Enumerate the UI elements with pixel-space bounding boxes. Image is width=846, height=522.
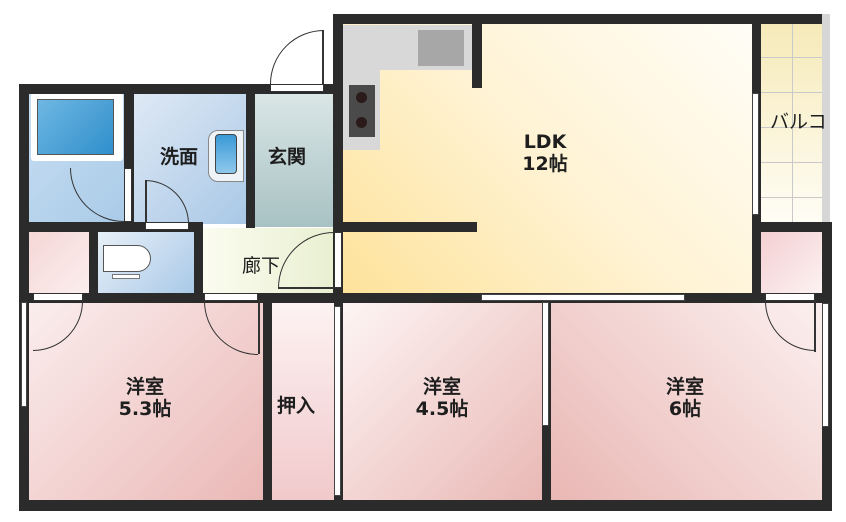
wall (19, 84, 335, 94)
room-label-western-2: 洋室 4.5帖 (402, 376, 482, 421)
room-label-entrance: 玄関 (268, 146, 307, 168)
wall (89, 232, 98, 298)
room-name: 洋室 (665, 376, 704, 398)
balcony-area (760, 22, 824, 222)
entrance-area (255, 92, 333, 227)
washbasin-bowl (215, 134, 237, 174)
bathroom-door[interactable] (124, 168, 132, 222)
room-label-hallway: 廊下 (242, 255, 281, 277)
window-room1[interactable] (21, 302, 27, 407)
room-label-ldk: LDK 12帖 (505, 131, 585, 176)
room-label-washroom: 洗面 (160, 146, 199, 168)
wall (19, 500, 832, 511)
wall (752, 222, 832, 232)
room-label-closet: 押入 (277, 395, 316, 417)
door-leaf-line (322, 30, 324, 85)
storage-right (760, 232, 822, 294)
sliding-door-room2-room3[interactable] (542, 302, 549, 426)
room-name: LDK (523, 131, 567, 153)
wall (752, 222, 761, 302)
western-room-1-door-left[interactable] (33, 293, 83, 301)
wall (342, 222, 477, 232)
room-name: 洋室 (125, 376, 164, 398)
window-room3[interactable] (822, 303, 829, 427)
room-label-western-1: 洋室 5.3帖 (105, 376, 185, 421)
room-label-balcony: バルコ (770, 111, 827, 133)
wall (19, 222, 203, 232)
wall (263, 298, 272, 506)
bathtub-basin (37, 99, 114, 155)
wall (124, 92, 134, 222)
balcony-window[interactable] (752, 93, 759, 215)
closet-sliding-door[interactable] (334, 306, 341, 496)
room-size: 12帖 (522, 152, 568, 175)
burner-icon (356, 117, 367, 128)
western-room-1-door-right[interactable] (204, 293, 258, 301)
sliding-door-ldk-room2[interactable] (481, 294, 685, 301)
door-leaf-line (145, 180, 147, 223)
wall (333, 14, 822, 24)
room-size: 5.3帖 (118, 397, 172, 420)
room-size: 6帖 (668, 397, 702, 420)
burner-icon (356, 92, 367, 103)
entrance-door[interactable] (270, 84, 324, 92)
wall (472, 22, 482, 88)
western-room-3-door[interactable] (765, 293, 815, 301)
door-leaf-line (814, 300, 816, 352)
wall (333, 14, 343, 298)
western-room-2-area (342, 302, 542, 500)
kitchen-sink (418, 30, 464, 66)
wall (194, 222, 203, 298)
toilet-tank (112, 274, 140, 279)
toilet (103, 245, 151, 272)
room-size: 4.5帖 (415, 397, 469, 420)
balcony-railing (822, 14, 830, 222)
wall (246, 92, 255, 228)
ldk-door[interactable] (334, 232, 342, 288)
door-leaf-line (278, 287, 334, 289)
storage-left (28, 232, 90, 294)
room-label-western-3: 洋室 6帖 (645, 376, 725, 421)
closet-area (272, 300, 334, 500)
door-leaf-line (258, 300, 260, 354)
room-name: 洋室 (422, 376, 461, 398)
wall (19, 293, 832, 303)
